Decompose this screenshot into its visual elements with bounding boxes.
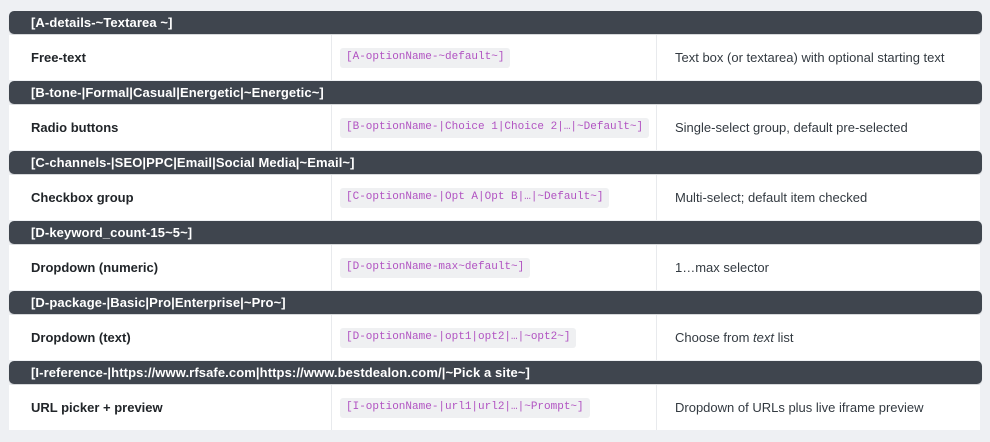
control-type-label: Radio buttons [31,120,119,135]
description-cell: Single-select group, default pre-selecte… [657,105,980,150]
syntax-cell: [D-optionName-|opt1|opt2|…|~opt2~] [332,315,657,360]
control-type-label: Free-text [31,50,86,65]
syntax-cell: [I-optionName-|url1|url2|…|~Prompt~] [332,385,657,430]
table-row: Dropdown (numeric) [D-optionName-max~def… [9,245,980,290]
section-header-bar: [C-channels-|SEO|PPC|Email|Social Media|… [9,151,982,174]
control-type-cell: Dropdown (text) [9,315,332,360]
description-text: Dropdown of URLs plus live iframe previe… [675,400,924,415]
control-type-cell: URL picker + preview [9,385,332,430]
description-cell: Dropdown of URLs plus live iframe previe… [657,385,980,430]
control-type-label: Dropdown (text) [31,330,131,345]
syntax-cell: [A-optionName-~default~] [332,35,657,80]
description-cell: Multi-select; default item checked [657,175,980,220]
control-type-label: Checkbox group [31,190,134,205]
syntax-cell: [C-optionName-|Opt A|Opt B|…|~Default~] [332,175,657,220]
section-syntax-example: [A-details-~Textarea ~] [31,15,173,30]
syntax-code-chip: [I-optionName-|url1|url2|…|~Prompt~] [340,397,590,418]
description-text: Text box (or textarea) with optional sta… [675,50,945,65]
syntax-code-chip: [C-optionName-|Opt A|Opt B|…|~Default~] [340,187,610,208]
section-header-bar: [D-package-|Basic|Pro|Enterprise|~Pro~] [9,291,982,314]
control-type-cell: Radio buttons [9,105,332,150]
description-text: Multi-select; default item checked [675,190,868,205]
syntax-code-chip: [A-optionName-~default~] [340,47,511,68]
table-row: Radio buttons [B-optionName-|Choice 1|Ch… [9,105,980,150]
section-syntax-example: [I-reference-|https://www.rfsafe.com|htt… [31,365,530,380]
control-type-cell: Dropdown (numeric) [9,245,332,290]
description-cell: Text box (or textarea) with optional sta… [657,35,980,80]
control-type-cell: Checkbox group [9,175,332,220]
table-row: Checkbox group [C-optionName-|Opt A|Opt … [9,175,980,220]
control-type-cell: Free-text [9,35,332,80]
syntax-code-chip: [B-optionName-|Choice 1|Choice 2|…|~Defa… [340,117,650,138]
syntax-cell: [D-optionName-max~default~] [332,245,657,290]
table-row: Free-text [A-optionName-~default~] Text … [9,35,980,80]
section-header-bar: [I-reference-|https://www.rfsafe.com|htt… [9,361,982,384]
description-text: 1…max selector [675,260,769,275]
option-section-d-text: [D-package-|Basic|Pro|Enterprise|~Pro~] … [9,291,982,360]
section-syntax-example: [D-keyword_count-15~5~] [31,225,193,240]
section-header-bar: [B-tone-|Formal|Casual|Energetic|~Energe… [9,81,982,104]
description-text: Choose from text list [675,330,794,345]
control-type-label: URL picker + preview [31,400,163,415]
options-reference-table: [A-details-~Textarea ~] Free-text [A-opt… [9,11,982,430]
option-section-i: [I-reference-|https://www.rfsafe.com|htt… [9,361,982,430]
section-header-bar: [D-keyword_count-15~5~] [9,221,982,244]
description-text: Single-select group, default pre-selecte… [675,120,908,135]
control-type-label: Dropdown (numeric) [31,260,159,275]
table-row: Dropdown (text) [D-optionName-|opt1|opt2… [9,315,980,360]
syntax-code-chip: [D-optionName-max~default~] [340,257,531,278]
option-section-c: [C-channels-|SEO|PPC|Email|Social Media|… [9,151,982,220]
description-cell: Choose from text list [657,315,980,360]
syntax-cell: [B-optionName-|Choice 1|Choice 2|…|~Defa… [332,105,657,150]
option-section-d-numeric: [D-keyword_count-15~5~] Dropdown (numeri… [9,221,982,290]
table-row: URL picker + preview [I-optionName-|url1… [9,385,980,430]
syntax-code-chip: [D-optionName-|opt1|opt2|…|~opt2~] [340,327,577,348]
option-section-b: [B-tone-|Formal|Casual|Energetic|~Energe… [9,81,982,150]
section-syntax-example: [C-channels-|SEO|PPC|Email|Social Media|… [31,155,355,170]
description-cell: 1…max selector [657,245,980,290]
section-syntax-example: [D-package-|Basic|Pro|Enterprise|~Pro~] [31,295,286,310]
section-syntax-example: [B-tone-|Formal|Casual|Energetic|~Energe… [31,85,324,100]
section-header-bar: [A-details-~Textarea ~] [9,11,982,34]
option-section-a: [A-details-~Textarea ~] Free-text [A-opt… [9,11,982,80]
